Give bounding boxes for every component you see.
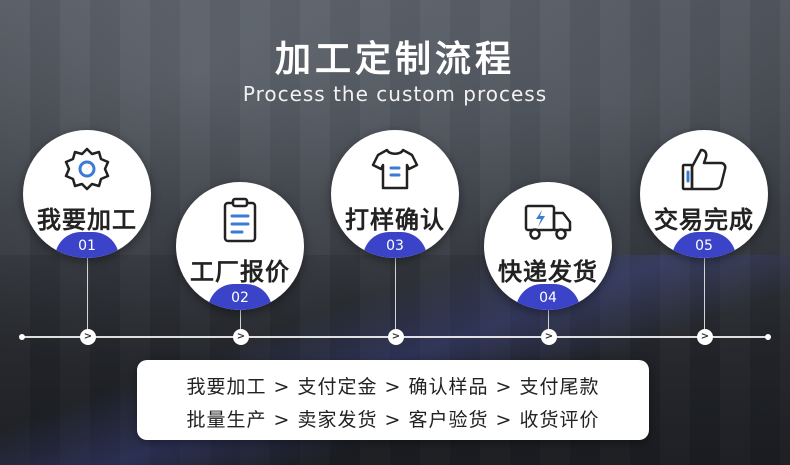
timeline-marker-02: > [233,329,249,345]
tshirt-icon [371,148,419,190]
step-number-badge: 01 [55,232,119,258]
connector-04 [548,308,549,330]
truck-icon [524,204,572,240]
timeline-end-dot [765,334,771,340]
step-number-badge: 04 [516,284,580,310]
summary-row-1: 我要加工 > 支付定金 > 确认样品 > 支付尾款 [186,376,600,398]
timeline-start-dot [19,334,25,340]
page-title: 加工定制流程 [274,39,515,80]
gear-icon [64,147,110,191]
process-summary-box: 我要加工 > 支付定金 > 确认样品 > 支付尾款 批量生产 > 卖家发货 > … [137,360,649,440]
step-card-3: 打样确认 03 [331,130,459,258]
clipboard-icon [223,197,257,243]
connector-05 [704,250,705,330]
timeline-marker-01: > [80,329,96,345]
step-label: 打样确认 [345,206,445,234]
connector-02 [240,308,241,330]
step-card-5: 交易完成 05 [640,130,768,258]
step-number-badge: 03 [363,232,427,258]
step-label: 工厂报价 [190,258,290,286]
step-number-badge: 05 [672,232,736,258]
timeline-marker-05: > [697,329,713,345]
thumbs-up-icon [681,148,727,191]
timeline-marker-04: > [541,329,557,345]
step-label: 我要加工 [37,206,137,234]
summary-row-2: 批量生产 > 卖家发货 > 客户验货 > 收货评价 [186,409,600,431]
step-label: 快递发货 [498,258,598,286]
step-label: 交易完成 [654,206,754,234]
connector-03 [395,250,396,330]
step-card-2: 工厂报价 02 [176,182,304,310]
step-card-4: 快递发货 04 [484,182,612,310]
step-card-1: 我要加工 01 [23,130,151,258]
step-number-badge: 02 [208,284,272,310]
page-subtitle: Process the custom process [242,82,548,106]
connector-01 [87,250,88,330]
timeline-marker-03: > [388,329,404,345]
